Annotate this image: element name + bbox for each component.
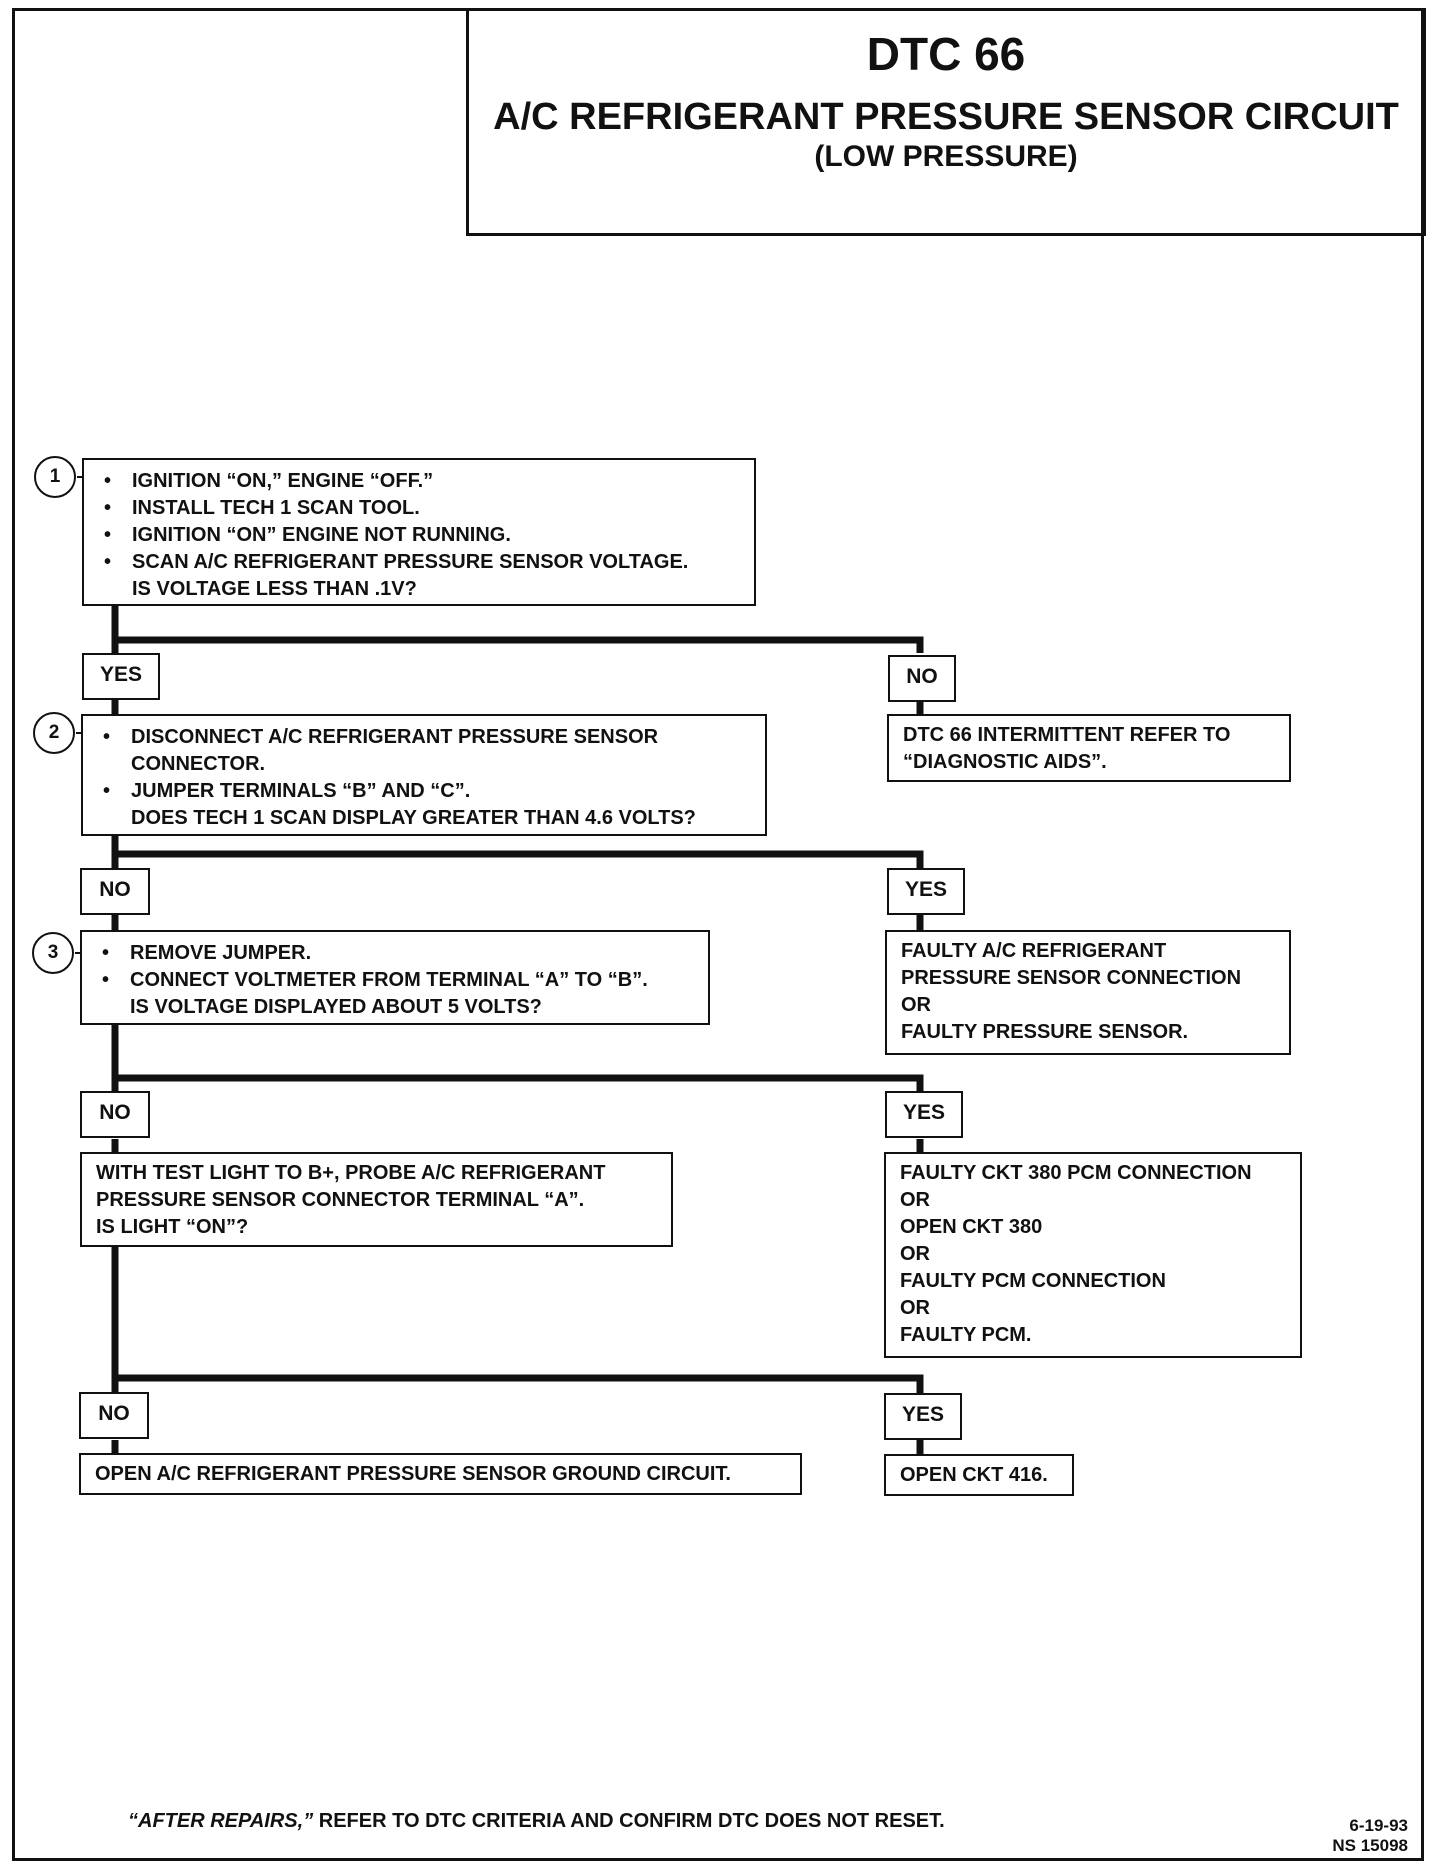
footer-note-text: REFER TO DTC CRITERIA AND CONFIRM DTC DO…: [313, 1810, 945, 1832]
step-1-question: IS VOLTAGE LESS THAN .1V?: [132, 578, 417, 600]
dtc-code: DTC 66: [866, 28, 1026, 80]
document-id: 6-19-93 NS 15098: [1332, 1816, 1408, 1856]
bullet-icon: •: [104, 551, 112, 573]
branch-3-no-label: NO: [80, 1091, 150, 1138]
bullet-icon: •: [103, 726, 111, 748]
document-ref: NS 15098: [1332, 1836, 1408, 1855]
bullet-icon: •: [104, 497, 112, 519]
bullet-icon: •: [104, 524, 112, 546]
connector-step2-split: [111, 834, 924, 870]
step-4-box: WITH TEST LIGHT TO B+, PROBE A/C REFRIGE…: [80, 1152, 673, 1247]
result-pcm-box: FAULTY CKT 380 PCM CONNECTION OR OPEN CK…: [884, 1152, 1302, 1358]
title-block: DTC 66 A/C REFRIGERANT PRESSURE SENSOR C…: [466, 8, 1426, 236]
document-date: 6-19-93: [1349, 1816, 1408, 1835]
branch-4-no-label: NO: [79, 1392, 149, 1439]
step-1-item: •IGNITION “ON” ENGINE NOT RUNNING.: [96, 522, 742, 549]
branch-1-no-label: NO: [888, 655, 956, 702]
diagram-subtitle: (LOW PRESSURE): [814, 140, 1078, 173]
step-3-box: •REMOVE JUMPER. •CONNECT VOLTMETER FROM …: [80, 930, 710, 1025]
branch-4-yes-label: YES: [884, 1393, 962, 1440]
footer-note-emphasis: “AFTER REPAIRS,”: [128, 1810, 314, 1832]
step-1-item: •IGNITION “ON,” ENGINE “OFF.”: [96, 468, 742, 495]
branch-2-yes-label: YES: [887, 868, 965, 915]
result-ground-circuit-box: OPEN A/C REFRIGERANT PRESSURE SENSOR GRO…: [79, 1453, 802, 1495]
bullet-icon: •: [102, 969, 110, 991]
result-open-ckt416-box: OPEN CKT 416.: [884, 1454, 1074, 1496]
step-2-number: 2: [33, 712, 75, 754]
connector-step4-split: [111, 1246, 924, 1394]
step-1-box: •IGNITION “ON,” ENGINE “OFF.” •INSTALL T…: [82, 458, 756, 606]
footer-note: “AFTER REPAIRS,” REFER TO DTC CRITERIA A…: [128, 1810, 945, 1833]
result-intermittent-box: DTC 66 INTERMITTENT REFER TO “DIAGNOSTIC…: [887, 714, 1291, 782]
branch-3-yes-label: YES: [885, 1091, 963, 1138]
step-2-item: •JUMPER TERMINALS “B” AND “C”.: [95, 778, 753, 805]
connector-step1-split: [111, 604, 924, 653]
step-1-item: •INSTALL TECH 1 SCAN TOOL.: [96, 495, 742, 522]
result-faulty-sensor-box: FAULTY A/C REFRIGERANT PRESSURE SENSOR C…: [885, 930, 1291, 1055]
diagram-title: A/C REFRIGERANT PRESSURE SENSOR CIRCUIT: [493, 96, 1399, 138]
branch-2-no-label: NO: [80, 868, 150, 915]
branch-1-yes-label: YES: [82, 653, 160, 700]
step-3-question: IS VOLTAGE DISPLAYED ABOUT 5 VOLTS?: [130, 996, 542, 1018]
step-2-box: •DISCONNECT A/C REFRIGERANT PRESSURE SEN…: [81, 714, 767, 836]
bullet-icon: •: [102, 942, 110, 964]
connector-step3-split: [111, 1023, 924, 1093]
step-3-item: •CONNECT VOLTMETER FROM TERMINAL “A” TO …: [94, 967, 696, 994]
step-2-item: •DISCONNECT A/C REFRIGERANT PRESSURE SEN…: [103, 726, 659, 775]
step-3-number: 3: [32, 932, 74, 974]
step-2-question: DOES TECH 1 SCAN DISPLAY GREATER THAN 4.…: [131, 807, 696, 829]
step-3-item: •REMOVE JUMPER.: [94, 940, 696, 967]
step-1-item: •SCAN A/C REFRIGERANT PRESSURE SENSOR VO…: [96, 549, 742, 576]
bullet-icon: •: [104, 470, 112, 492]
step-1-number: 1: [34, 456, 76, 498]
bullet-icon: •: [103, 780, 111, 802]
